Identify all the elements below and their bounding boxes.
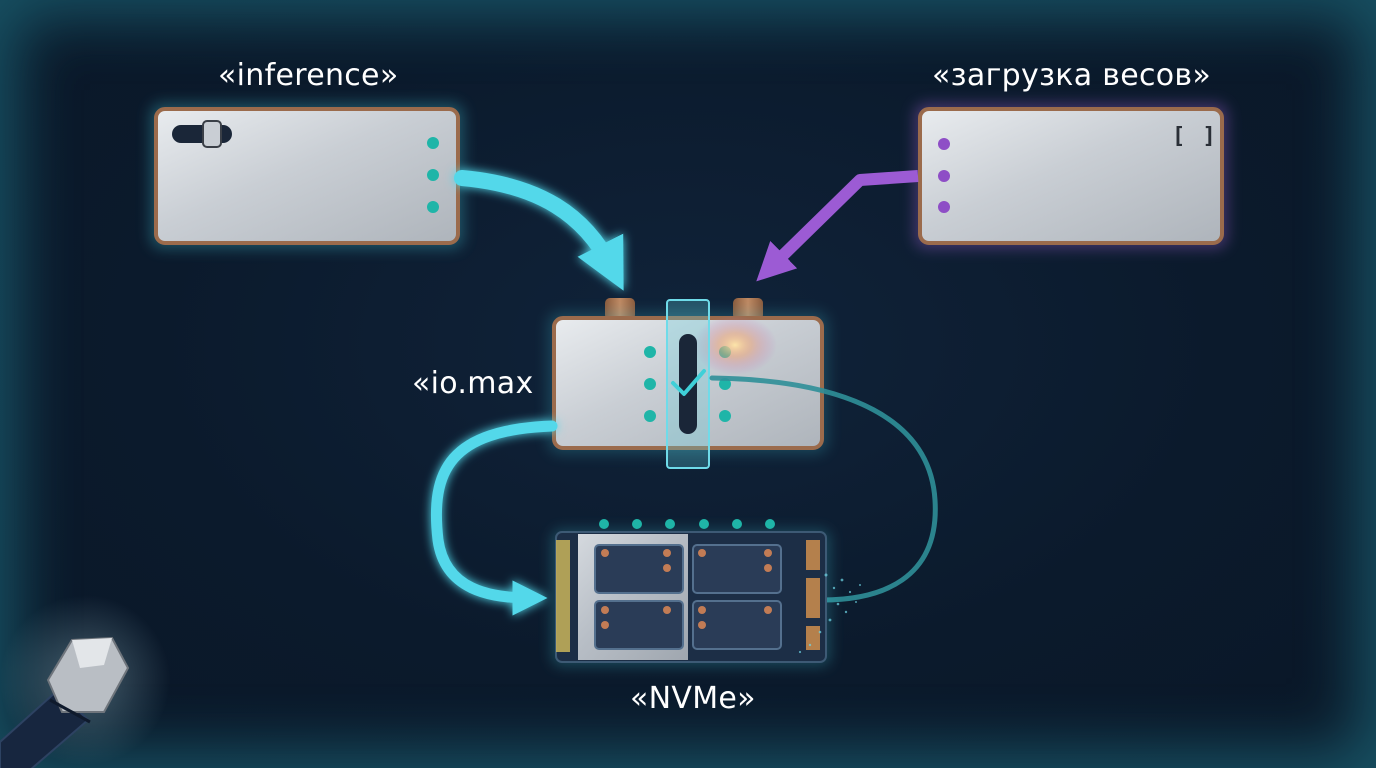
inference-label: «inference» (218, 58, 399, 93)
port-dot (427, 137, 439, 149)
port-dot (938, 170, 950, 182)
iomax-controller (548, 298, 828, 469)
inference-flow-arrow (454, 170, 624, 291)
port-dot (427, 201, 439, 213)
weights-box (914, 103, 1228, 249)
port-dot (938, 201, 950, 213)
inference-box (150, 103, 464, 249)
nvme-feedback-line (709, 375, 938, 603)
gold-connector (556, 540, 820, 652)
port-dot (427, 169, 439, 181)
weights-flow-arrow (756, 170, 919, 282)
iomax-label: «io.max (412, 366, 534, 401)
port-dot (938, 138, 950, 150)
nvme-drive (552, 519, 861, 666)
check-icon (671, 369, 706, 396)
nvme-label: «NVMe» (630, 681, 756, 716)
weights-loading-label: «загрузка весов» (932, 58, 1212, 93)
chip-icon (594, 544, 782, 650)
empty-brackets-glyph: [ ] (1172, 124, 1218, 149)
iomax-to-nvme-arrow (430, 420, 558, 616)
flashlight-icon (0, 595, 170, 768)
toggle-switch-icon (172, 120, 232, 148)
